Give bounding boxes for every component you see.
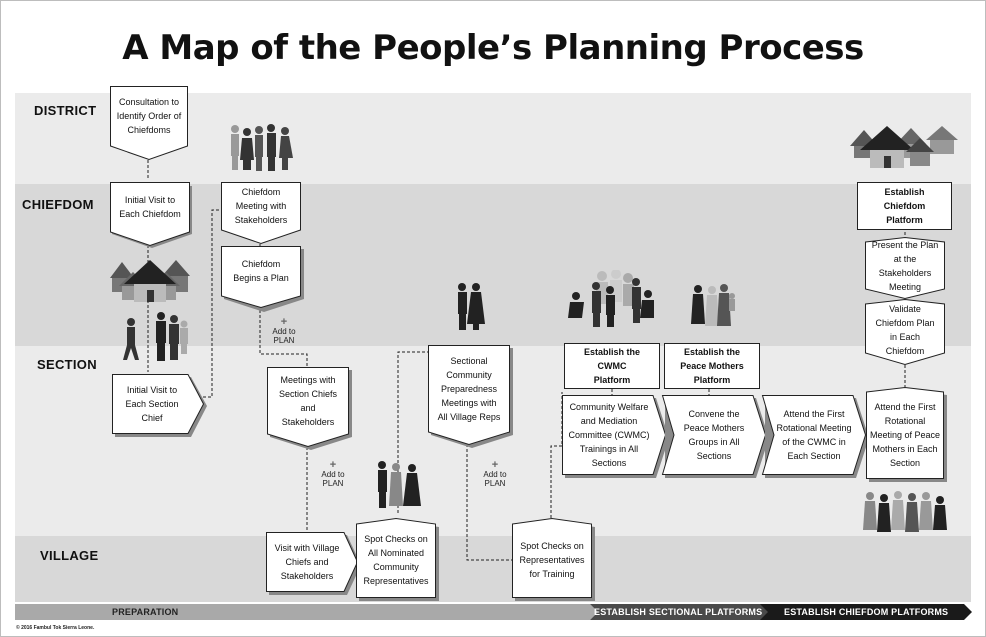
row-label-district: DISTRICT [34, 103, 97, 118]
step-chiefdom-begins-plan: Chiefdom Begins a Plan [221, 246, 304, 312]
step-cwmc-trainings: Community Welfare and Mediation Committe… [562, 395, 669, 478]
phase-establish-chiefdom: ESTABLISH CHIEFDOM PLATFORMS [784, 607, 949, 617]
step-initial-visit-section-label: Initial Visit to Each Section Chief [125, 385, 179, 423]
people-group-icon [378, 461, 421, 508]
step-initial-visit-chiefdom: Initial Visit to Each Chiefdom [110, 182, 192, 248]
people-group-icon [568, 270, 654, 327]
village-huts-icon [850, 126, 958, 168]
step-present-plan: Present the Plan at the Stakeholders Mee… [865, 236, 945, 300]
step-chiefdom-meeting: Chiefdom Meeting with Stakeholders [221, 182, 301, 245]
people-group-icon [691, 284, 735, 326]
step-spot-checks-training: Spot Checks on Representatives for Train… [512, 517, 595, 601]
step-attend-cwmc-label: Attend the First Rotational Meeting of t… [776, 409, 852, 461]
step-sectional-community-label: Sectional Community Preparedness Meeting… [437, 355, 501, 422]
village-band [15, 536, 971, 602]
add-to-plan-marker: + Add to PLAN [266, 316, 302, 346]
row-label-section: SECTION [37, 357, 97, 372]
page-title: A Map of the People’s Planning Process [122, 28, 864, 68]
plus-icon: + [491, 459, 499, 471]
step-initial-visit-chiefdom-label: Initial Visit to Each Chiefdom [119, 195, 181, 219]
step-validate-plan-label: Validate Chiefdom Plan in Each Chiefdom [875, 304, 935, 356]
step-visit-village-chiefs: Visit with Village Chiefs and Stakeholde… [266, 532, 361, 595]
step-attend-peace-mothers-label: Attend the First Rotational Meeting of P… [869, 402, 941, 468]
step-attend-peace-mothers: Attend the First Rotational Meeting of P… [866, 386, 947, 482]
phase-preparation: PREPARATION [112, 607, 179, 617]
add-to-plan-marker: + Add to PLAN [477, 459, 513, 489]
step-meetings-section-chiefs: Meetings with Section Chiefs and Stakeho… [267, 367, 352, 450]
add-to-plan-marker: + Add to PLAN [315, 459, 351, 489]
step-convene-peace-mothers: Convene the Peace Mothers Groups in All … [661, 395, 769, 478]
step-establish-chiefdom-platform: Establish Chiefdom Platform [857, 182, 952, 230]
step-convene-peace-mothers-label: Convene the Peace Mothers Groups in All … [683, 409, 745, 461]
row-label-village: VILLAGE [40, 548, 99, 563]
row-label-chiefdom: CHIEFDOM [22, 197, 94, 212]
phase-establish-sectional: ESTABLISH SECTIONAL PLATFORMS [594, 607, 763, 617]
step-chiefdom-begins-plan-label: Chiefdom Begins a Plan [233, 259, 289, 283]
people-group-icon [231, 124, 293, 171]
phase-bar [15, 604, 972, 620]
plus-icon: + [280, 316, 288, 328]
people-group-icon [458, 283, 485, 330]
people-group-icon [156, 312, 188, 361]
step-present-plan-label: Present the Plan at the Stakeholders Mee… [871, 240, 939, 292]
step-initial-visit-section: Initial Visit to Each Section Chief [112, 374, 207, 437]
people-group-icon [863, 491, 947, 532]
step-meetings-section-chiefs-label: Meetings with Section Chiefs and Stakeho… [278, 374, 338, 427]
step-sectional-community: Sectional Community Preparedness Meeting… [428, 345, 513, 448]
step-attend-cwmc: Attend the First Rotational Meeting of t… [761, 395, 869, 478]
step-consultation: Consultation to Identify Order of Chiefd… [110, 86, 188, 161]
step-cwmc-trainings-label: Community Welfare and Mediation Committe… [568, 402, 650, 468]
step-spot-checks-training-label: Spot Checks on Representatives for Train… [519, 541, 585, 579]
step-establish-peace-mothers: Establish the Peace Mothers Platform [664, 343, 760, 389]
step-establish-cwmc: Establish the CWMC Platform [564, 343, 660, 389]
step-visit-village-chiefs-label: Visit with Village Chiefs and Stakeholde… [274, 543, 340, 581]
step-consultation-label: Consultation to Identify Order of Chiefd… [116, 97, 182, 135]
person-icon [123, 318, 139, 360]
village-huts-icon [110, 260, 190, 302]
step-chiefdom-meeting-label: Chiefdom Meeting with Stakeholders [234, 187, 288, 225]
step-spot-checks-nominated: Spot Checks on All Nominated Community R… [356, 517, 439, 601]
step-validate-plan: Validate Chiefdom Plan in Each Chiefdom [865, 298, 945, 366]
plus-icon: + [329, 459, 337, 471]
copyright-notice: © 2016 Fambul Tok Sierra Leone. [16, 625, 95, 631]
step-spot-checks-nominated-label: Spot Checks on All Nominated Community R… [363, 534, 429, 586]
